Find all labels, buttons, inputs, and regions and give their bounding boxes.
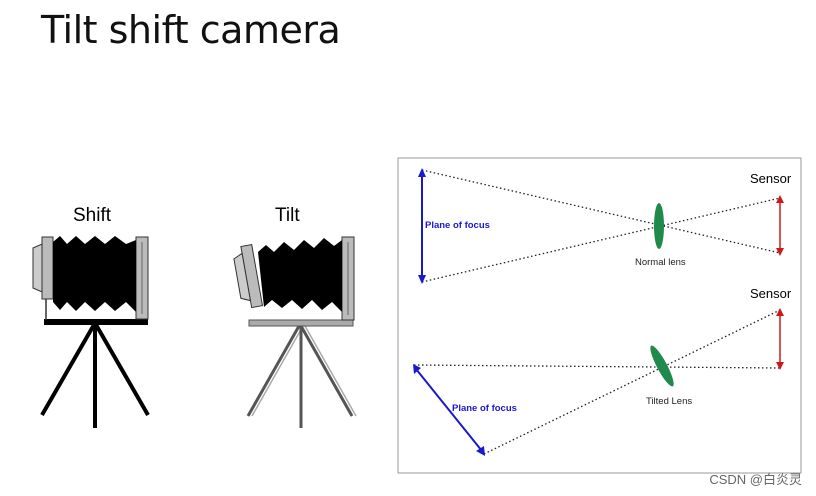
tilted-lens-label: Tilted Lens [646, 396, 692, 407]
tilted-lens-diagram [413, 308, 784, 456]
shift-camera [32, 236, 150, 428]
page-title: Tilt shift camera [41, 8, 341, 52]
optics-panel [397, 157, 802, 474]
watermark: CSDN @白炎灵 [709, 472, 802, 487]
focus-label-bottom: Plane of focus [452, 403, 517, 414]
focus-label-top: Plane of focus [425, 220, 490, 231]
shift-label: Shift [73, 205, 112, 226]
normal-lens-icon [654, 203, 664, 249]
focus-arrow-bottom [415, 368, 483, 452]
sensor-label-bottom: Sensor [750, 286, 792, 301]
tilted-lens-icon [650, 345, 674, 387]
normal-lens-diagram [418, 168, 784, 284]
normal-lens-label: Normal lens [635, 257, 686, 268]
tilt-camera [233, 236, 357, 428]
tilt-label: Tilt [275, 205, 300, 226]
sensor-label-top: Sensor [750, 171, 792, 186]
